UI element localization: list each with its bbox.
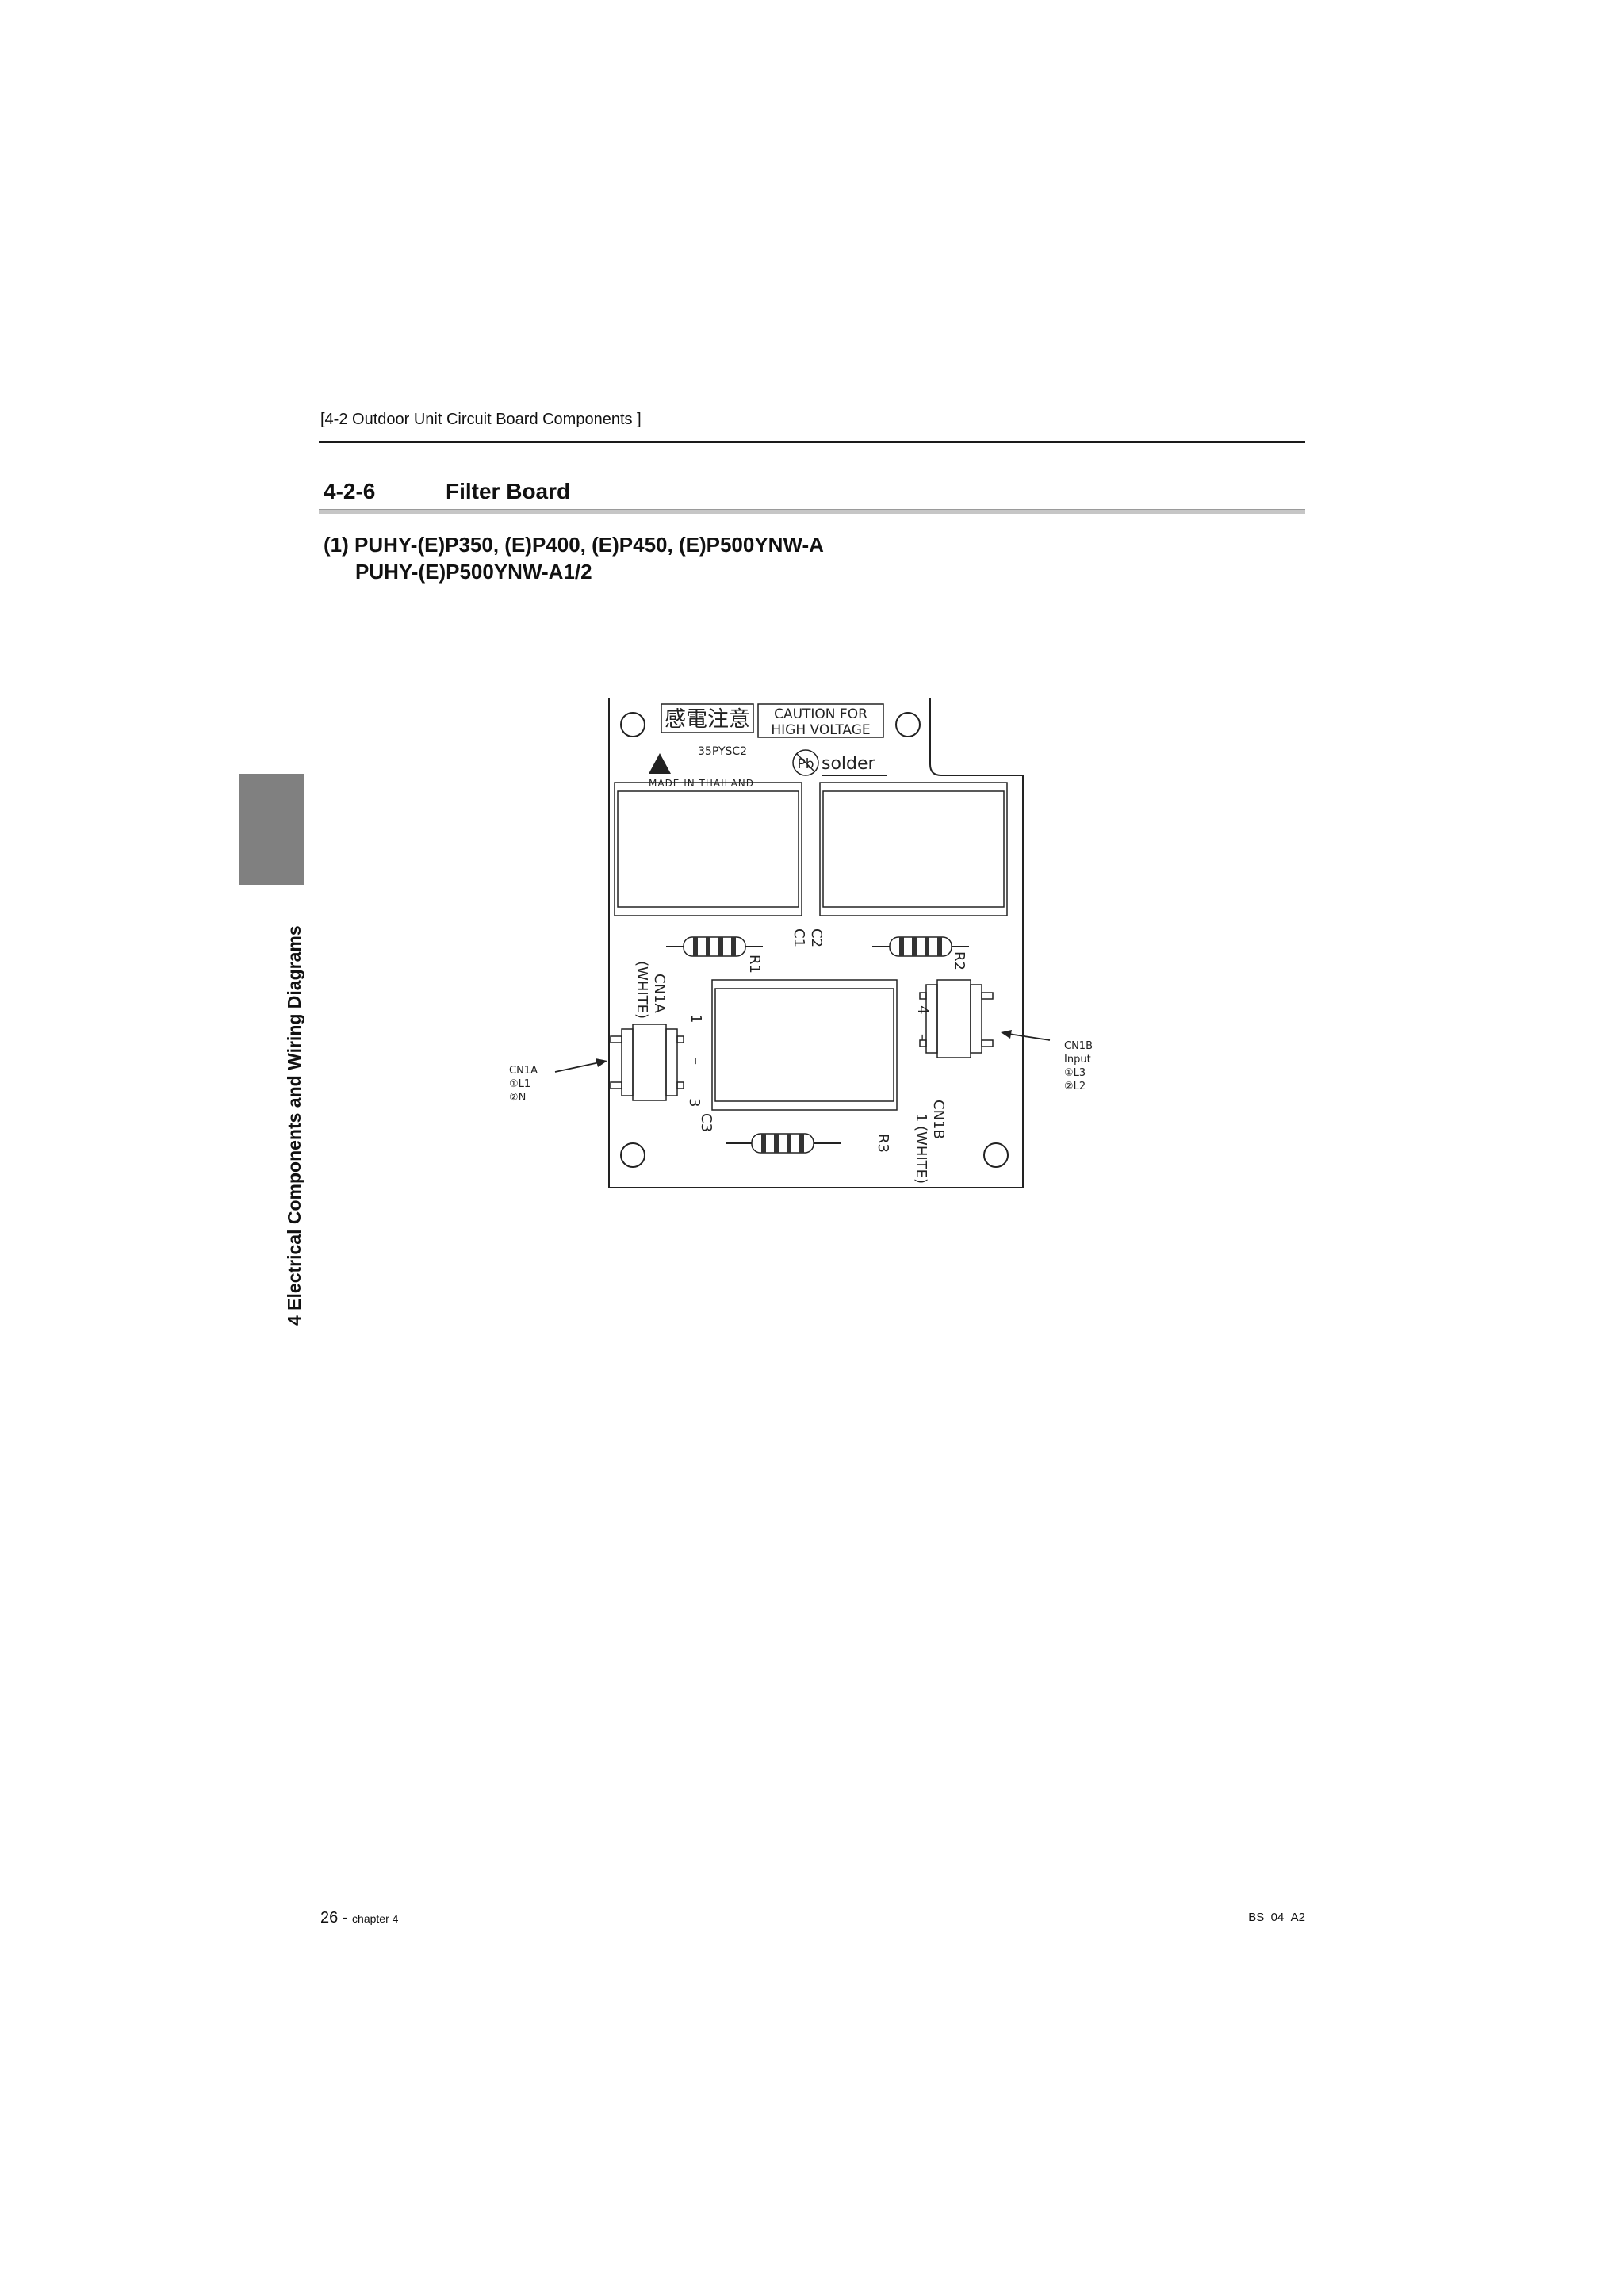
- callout-arrow-cn1b: [1001, 1030, 1051, 1041]
- label-dash-b: –: [914, 1034, 931, 1041]
- callout-right-l2: ②L2: [1064, 1081, 1086, 1093]
- caution-en-line-1: CAUTION FOR: [774, 706, 868, 722]
- section-number: 4-2-6: [324, 479, 376, 503]
- resistor-r1: [666, 936, 763, 957]
- header-rule: [319, 441, 1305, 443]
- pb-mark: Pb: [797, 756, 814, 772]
- mount-hole-bottom-left: [620, 1142, 645, 1168]
- section-title: Filter Board: [446, 479, 571, 503]
- label-pin-4: 4: [914, 1005, 931, 1014]
- capacitor-c1: [614, 782, 802, 916]
- label-r3: R3: [875, 1134, 891, 1153]
- mount-hole-top-right: [895, 712, 921, 737]
- board-outline: [608, 697, 1024, 1188]
- made-in-label: MADE IN THAILAND: [649, 778, 754, 789]
- callout-right-l3: ①L3: [1064, 1067, 1086, 1079]
- capacitor-c3: [711, 979, 898, 1111]
- label-pin-1a: 1: [688, 1014, 704, 1023]
- callout-left-l1: ①L1: [509, 1078, 530, 1090]
- label-c3: C3: [698, 1113, 714, 1132]
- label-cn1b-color: (WHITE): [913, 1126, 929, 1184]
- connector-cn1a: [610, 1024, 684, 1101]
- label-r2: R2: [951, 951, 967, 970]
- label-cn1a-color: (WHITE): [634, 961, 650, 1019]
- resistor-r3: [726, 1133, 841, 1154]
- callout-left-name: CN1A: [509, 1065, 538, 1077]
- label-pin-3: 3: [686, 1098, 703, 1107]
- chapter-side-label: 4 Electrical Components and Wiring Diagr…: [284, 925, 304, 1326]
- model-line-2: PUHY-(E)P500YNW-A1/2: [355, 560, 592, 584]
- chapter-tab: [239, 774, 304, 885]
- label-dash-a: –: [688, 1058, 704, 1065]
- filter-board-diagram: 感電注意 CAUTION FOR HIGH VOLTAGE 35PYSC2 MA…: [476, 697, 1110, 1205]
- footer-page-number: 26 - chapter 4: [320, 1909, 398, 1927]
- caution-en-line-2: HIGH VOLTAGE: [771, 722, 870, 738]
- caution-en-box: [757, 703, 884, 738]
- caution-jp: 感電注意: [665, 707, 750, 732]
- callout-right-name: CN1B: [1064, 1040, 1093, 1052]
- label-cn1a-name: CN1A: [651, 974, 668, 1013]
- model-line-1: (1) PUHY-(E)P350, (E)P400, (E)P450, (E)P…: [324, 533, 824, 557]
- footer-chapter: chapter 4: [352, 1912, 399, 1925]
- callout-right-input: Input: [1064, 1054, 1091, 1066]
- footer-page: 26 -: [320, 1909, 353, 1927]
- callout-arrow-cn1a: [554, 1058, 607, 1073]
- label-c1: C1: [791, 928, 807, 947]
- part-code: 35PYSC2: [698, 745, 747, 758]
- label-cn1b-name: CN1B: [930, 1100, 947, 1139]
- label-pin-1b: 1: [913, 1113, 929, 1122]
- mount-hole-top-left: [620, 712, 645, 737]
- mount-hole-bottom-right: [983, 1142, 1009, 1168]
- callout-left-n: ②N: [509, 1092, 526, 1104]
- section-rule: [319, 509, 1305, 514]
- header-breadcrumb: [4-2 Outdoor Unit Circuit Board Componen…: [320, 411, 642, 428]
- solder-label: solder: [822, 754, 876, 774]
- label-c2: C2: [808, 928, 825, 947]
- footer-document-code: BS_04_A2: [1248, 1911, 1305, 1924]
- resistor-r2: [872, 936, 969, 957]
- label-r1: R1: [746, 955, 763, 974]
- caution-jp-box: [661, 703, 754, 733]
- pb-free-icon: [792, 749, 819, 776]
- maker-logo: [649, 753, 671, 774]
- capacitor-c2: [819, 782, 1008, 916]
- connector-cn1b: [919, 979, 994, 1058]
